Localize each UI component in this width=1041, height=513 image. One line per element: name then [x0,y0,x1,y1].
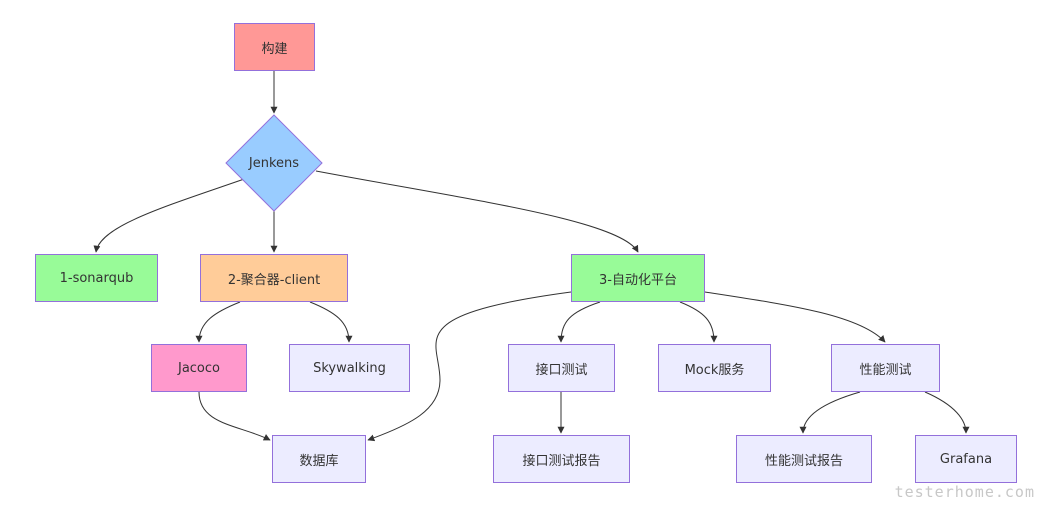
edge-auto_platform-to-mock [679,301,718,343]
api-test-node: 接口测试 [508,344,615,392]
api-test-report-node: 接口测试报告 [493,435,630,483]
api-test-report-label: 接口测试报告 [522,453,601,469]
jenkens-node: Jenkens [226,115,322,211]
jenkens-diamond-shape [225,114,323,212]
jacoco-node: Jacoco [151,344,247,392]
edge-jacoco-to-database [198,391,271,441]
api-test-label: 接口测试 [535,362,588,378]
aggregator-client-node: 2-聚合器-client [200,254,348,302]
edge-aggregator-to-jacoco [195,301,241,343]
performance-test-node: 性能测试 [831,344,940,392]
build-label: 构建 [261,41,288,57]
grafana-node: Grafana [915,435,1017,483]
sonarqub-node: 1-sonarqub [35,254,158,302]
edge-jenkens-to-auto_platform [315,170,639,253]
edge-auto_platform-to-perf_test [704,291,886,343]
edge-aggregator-to-skywalking [309,301,353,343]
jenkens-label: Jenkens [248,155,300,171]
skywalking-label: Skywalking [313,360,386,376]
performance-test-label: 性能测试 [859,362,912,378]
edge-perf_test-to-grafana [924,391,970,434]
automation-platform-node: 3-自动化平台 [571,254,705,302]
edge-perf_test-to-perf_report [799,391,861,434]
database-node: 数据库 [272,435,366,483]
build-node: 构建 [234,23,315,71]
jacoco-label: Jacoco [177,360,220,376]
edge-auto_platform-to-database [367,291,572,442]
sonarqub-label: 1-sonarqub [59,270,134,286]
aggregator-client-label: 2-聚合器-client [227,272,321,288]
database-label: 数据库 [299,453,339,469]
edge-jenkens-to-sonarqub [93,176,251,253]
performance-test-report-node: 性能测试报告 [736,435,872,483]
mock-service-label: Mock服务 [684,362,745,378]
watermark: testerhome.com [894,483,1035,501]
mock-service-node: Mock服务 [658,344,771,392]
skywalking-node: Skywalking [289,344,410,392]
grafana-label: Grafana [939,451,993,467]
automation-platform-label: 3-自动化平台 [599,272,677,288]
performance-test-report-label: 性能测试报告 [764,453,843,469]
edge-auto_platform-to-api_test [557,301,601,343]
